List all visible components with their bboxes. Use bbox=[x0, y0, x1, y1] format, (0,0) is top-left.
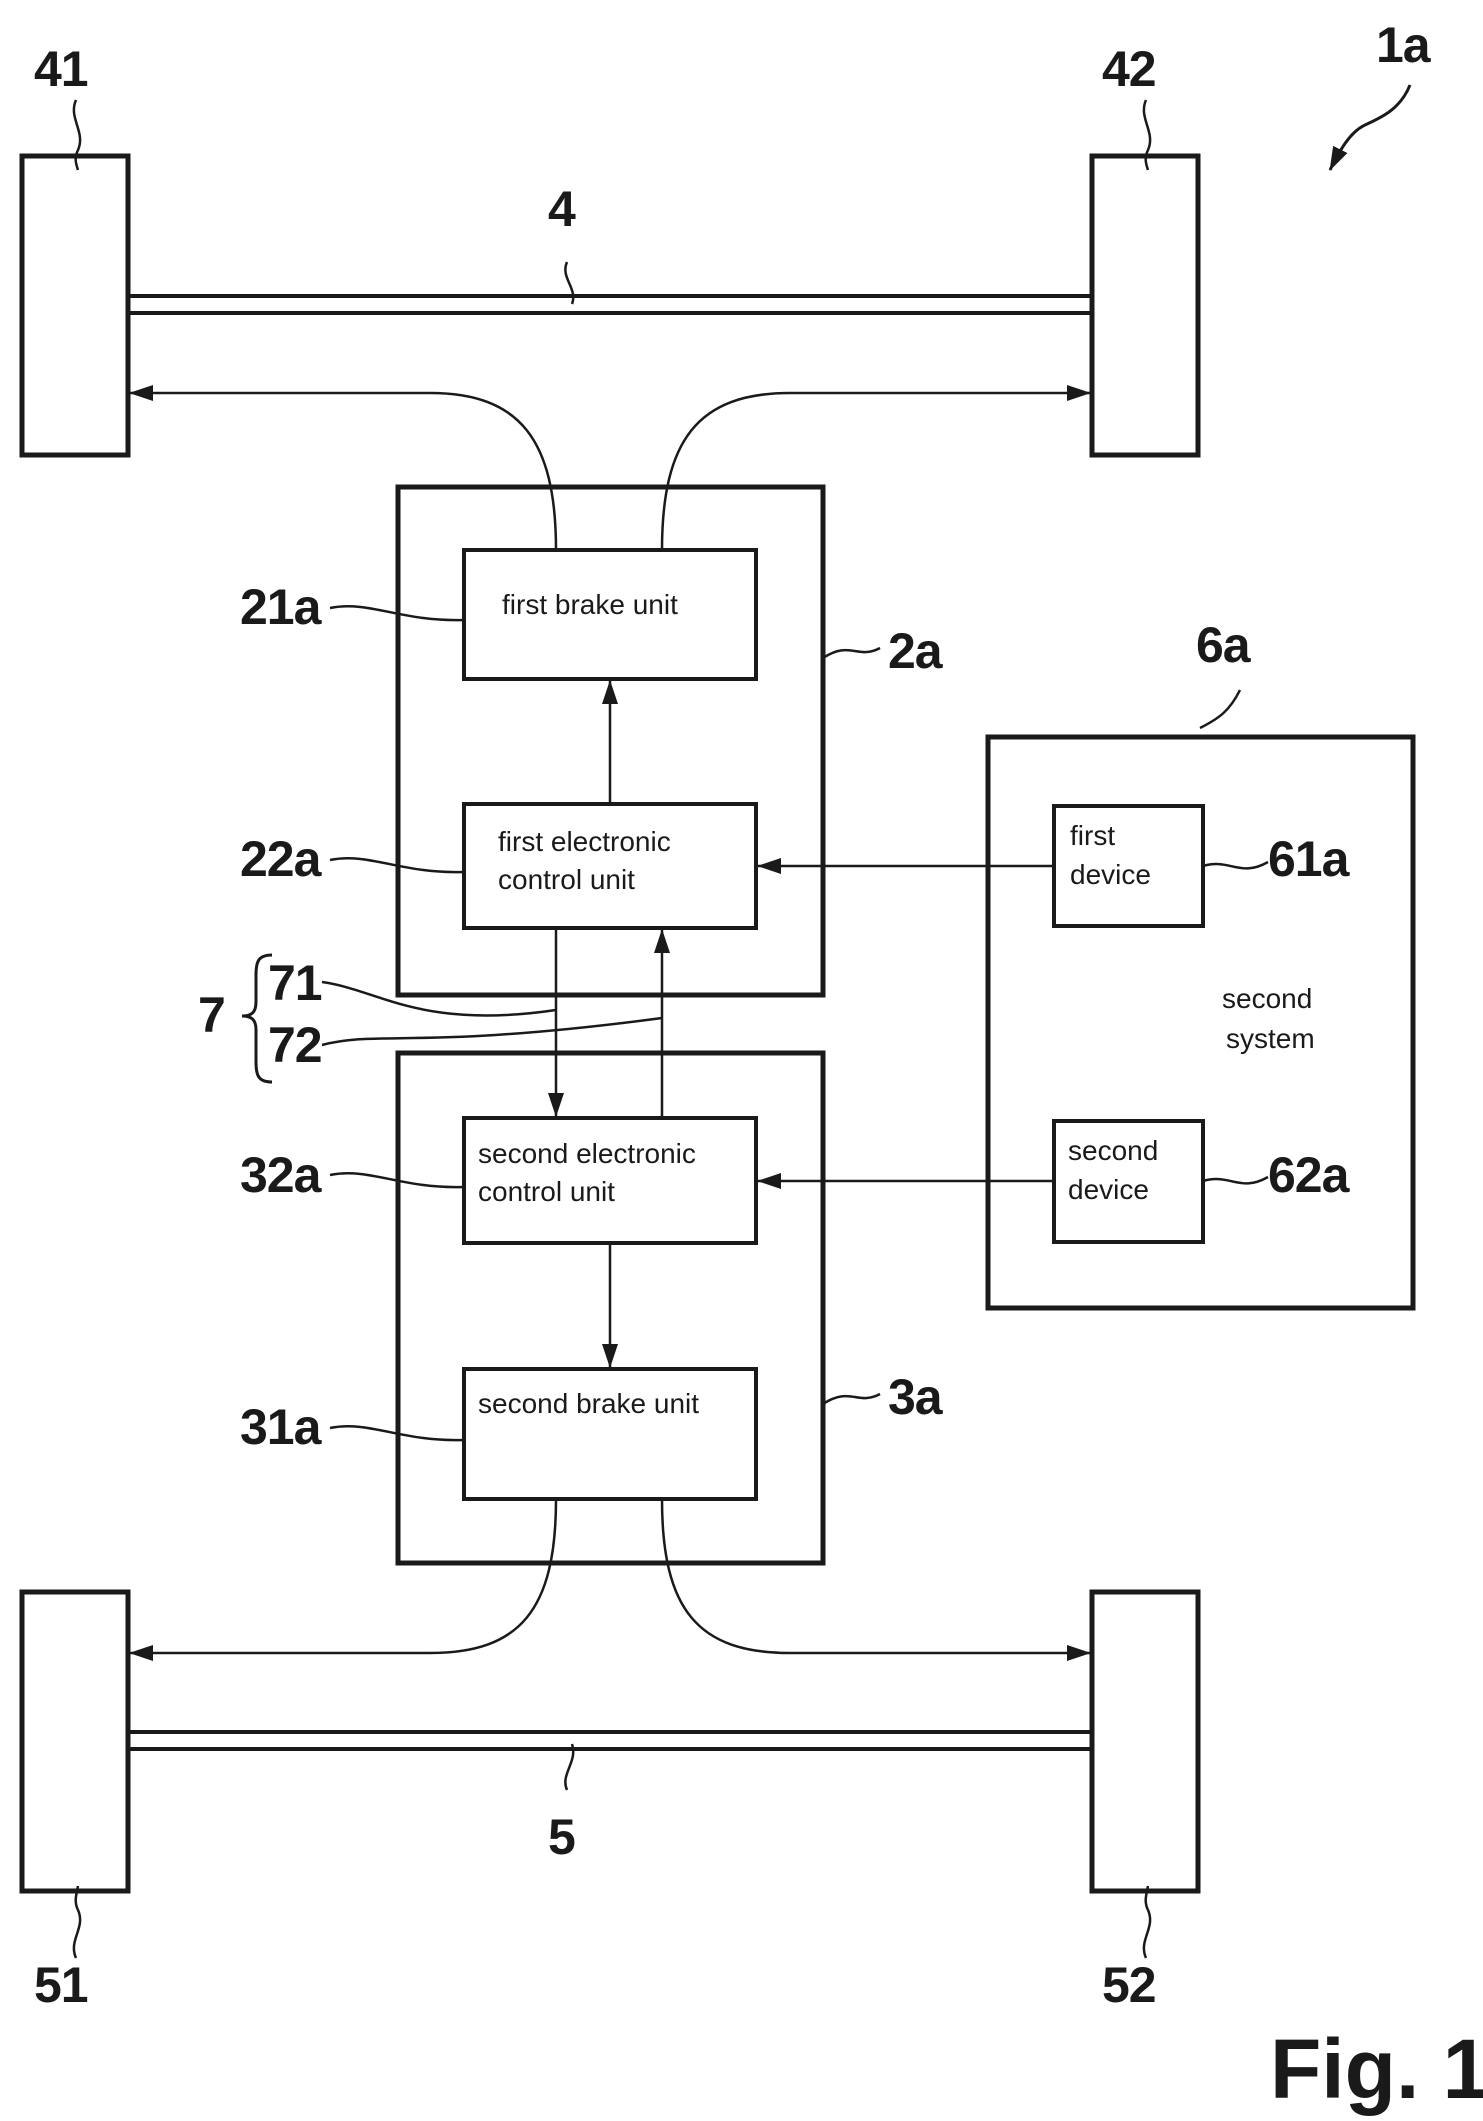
ref-7: 7 bbox=[198, 987, 225, 1043]
second-device-label-line1: second bbox=[1068, 1135, 1158, 1166]
ref-3a: 3a bbox=[888, 1369, 944, 1425]
first-device-label-line2: device bbox=[1070, 859, 1151, 890]
ref-5: 5 bbox=[548, 1809, 575, 1865]
ref-61a: 61a bbox=[1268, 831, 1351, 887]
second-brake-unit-label: second brake unit bbox=[478, 1388, 699, 1419]
leader-3a bbox=[823, 1394, 880, 1404]
leader-51 bbox=[74, 1886, 80, 1958]
second-control-unit-label-line2: control unit bbox=[478, 1176, 615, 1207]
ref-52: 52 bbox=[1102, 1957, 1156, 2013]
front-left-wheel bbox=[22, 156, 128, 455]
ref-22a: 22a bbox=[240, 831, 323, 887]
first-control-unit-label-line2: control unit bbox=[498, 864, 635, 895]
leader-2a bbox=[823, 648, 880, 658]
second-system-label-line1: second bbox=[1222, 983, 1312, 1014]
leader-52 bbox=[1144, 1886, 1150, 1958]
front-right-wheel bbox=[1092, 156, 1198, 455]
figure-caption: Fig. 1 bbox=[1270, 2022, 1483, 2116]
rear-right-wheel bbox=[1092, 1592, 1198, 1891]
ref-32a: 32a bbox=[240, 1147, 323, 1203]
ref-41: 41 bbox=[34, 41, 88, 97]
ref-1a: 1a bbox=[1376, 17, 1432, 73]
second-control-unit-label-line1: second electronic bbox=[478, 1138, 696, 1169]
rear-left-wheel bbox=[22, 1592, 128, 1891]
ref-6a: 6a bbox=[1196, 617, 1252, 673]
ref-72: 72 bbox=[268, 1017, 322, 1073]
leader-72 bbox=[322, 1018, 662, 1045]
ref-71: 71 bbox=[268, 955, 322, 1011]
first-device-label-line1: first bbox=[1070, 820, 1115, 851]
ref-42: 42 bbox=[1102, 41, 1156, 97]
second-system-label-line2: system bbox=[1226, 1023, 1315, 1054]
system-pointer-arrow bbox=[1330, 85, 1410, 170]
ref-31a: 31a bbox=[240, 1399, 323, 1455]
ref-62a: 62a bbox=[1268, 1147, 1351, 1203]
ref-2a: 2a bbox=[888, 623, 944, 679]
ref-4: 4 bbox=[548, 181, 576, 237]
ref-51: 51 bbox=[34, 1957, 88, 2013]
ref-21a: 21a bbox=[240, 579, 323, 635]
second-device-label-line2: device bbox=[1068, 1174, 1149, 1205]
first-control-unit-label-line1: first electronic bbox=[498, 826, 671, 857]
leader-6a bbox=[1200, 690, 1240, 728]
first-brake-unit-label: first brake unit bbox=[502, 589, 678, 620]
